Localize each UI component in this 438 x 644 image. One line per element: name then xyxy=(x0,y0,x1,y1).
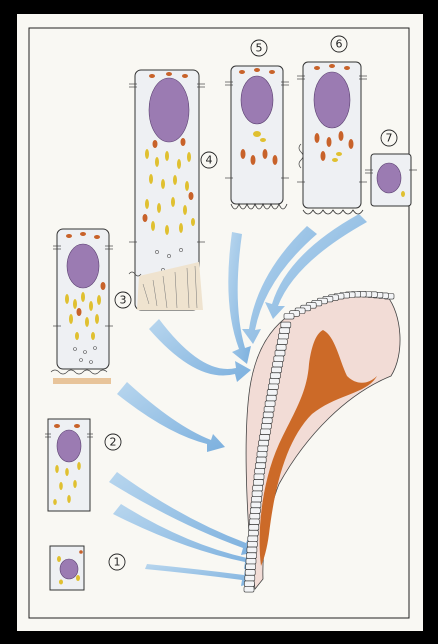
cell-stage-1 xyxy=(50,546,84,590)
odontoblast-cell xyxy=(257,452,267,458)
odontoblast-cell xyxy=(276,345,286,351)
odontoblast-cell xyxy=(247,547,257,553)
arrow-stage-2b xyxy=(113,504,260,569)
odontoblast-differentiation-diagram: 1 2 3 4 5 6 7 xyxy=(17,14,423,631)
odontoblast-cell xyxy=(281,322,291,328)
odontoblast-cell xyxy=(256,457,266,463)
odontoblast-cell xyxy=(249,519,259,525)
odontoblast-cell xyxy=(248,530,258,536)
nucleus xyxy=(377,163,401,193)
odontoblast-cell xyxy=(255,468,265,474)
odontoblast-cell xyxy=(262,418,272,424)
odontoblast-cell xyxy=(267,390,277,396)
stage-number: 3 xyxy=(120,294,127,307)
odontoblast-cell xyxy=(245,570,255,576)
cell-stage-3 xyxy=(51,229,113,384)
odontoblast-cell xyxy=(259,440,269,446)
cell-stage-5 xyxy=(225,66,289,209)
odontoblast-cell xyxy=(256,463,266,469)
odontoblast-cell xyxy=(249,525,259,531)
stage-label-2: 2 xyxy=(105,434,121,450)
cell-stage-6 xyxy=(297,62,367,214)
nucleus xyxy=(67,244,99,288)
odontoblast-cell xyxy=(275,350,285,356)
odontoblast-cell xyxy=(277,339,287,345)
stage-label-5: 5 xyxy=(251,40,267,56)
stage-number: 7 xyxy=(386,132,393,145)
nucleus xyxy=(314,72,350,128)
odontoblast-cell xyxy=(274,356,284,362)
odontoblast-cell xyxy=(265,401,275,407)
odontoblast-cell xyxy=(253,480,263,486)
arrow-stage-5 xyxy=(228,232,251,364)
odontoblast-cell xyxy=(244,587,254,593)
odontoblast-cell xyxy=(247,553,257,559)
stage-label-1: 1 xyxy=(109,554,125,570)
odontoblast-cell xyxy=(258,446,268,452)
odontoblast-cell xyxy=(261,423,271,429)
odontoblast-cell xyxy=(264,407,274,413)
arrow-stage-1 xyxy=(145,564,257,586)
stage-number: 4 xyxy=(206,154,213,167)
stage-label-7: 7 xyxy=(381,130,397,146)
stage-label-3: 3 xyxy=(115,292,131,308)
nucleus xyxy=(241,76,273,124)
tooth-section xyxy=(244,291,400,592)
cell-stage-4 xyxy=(129,70,205,310)
odontoblast-cell xyxy=(269,378,279,384)
odontoblast-cell xyxy=(260,435,270,441)
odontoblast-cell xyxy=(245,575,255,581)
cell-stage-7 xyxy=(365,154,417,206)
stage-number: 1 xyxy=(114,556,121,569)
odontoblast-cell xyxy=(246,564,256,570)
odontoblast-cell xyxy=(280,328,290,334)
odontoblast-cell xyxy=(251,502,261,508)
odontoblast-cell xyxy=(244,581,254,587)
odontoblast-cell xyxy=(250,508,260,514)
figure-sheet: 1 2 3 4 5 6 7 xyxy=(17,14,423,631)
stage-number: 5 xyxy=(256,42,263,55)
stage-label-4: 4 xyxy=(201,152,217,168)
odontoblast-cell xyxy=(253,485,263,491)
odontoblast-cell xyxy=(247,542,257,548)
odontoblast-cell xyxy=(272,367,282,373)
odontoblast-cell xyxy=(260,429,270,435)
odontoblast-cell xyxy=(246,558,256,564)
arrow-stage-3 xyxy=(117,382,225,452)
nucleus xyxy=(60,559,78,579)
odontoblast-cell xyxy=(273,362,283,368)
odontoblast-cell xyxy=(279,333,289,339)
odontoblast-cell xyxy=(263,412,273,418)
odontoblast-cell xyxy=(266,395,276,401)
odontoblast-cell xyxy=(270,373,280,379)
stage-number: 2 xyxy=(110,436,117,449)
nucleus xyxy=(57,430,81,462)
odontoblast-cell xyxy=(268,384,278,390)
odontoblast-cell xyxy=(250,513,260,519)
nucleus xyxy=(149,78,189,142)
stage-label-6: 6 xyxy=(331,36,347,52)
odontoblast-cell xyxy=(248,536,258,542)
odontoblast-cell xyxy=(284,314,294,320)
cell-stage-2 xyxy=(45,419,93,511)
odontoblast-cell xyxy=(252,497,262,503)
odontoblast-cell xyxy=(254,474,264,480)
stage-number: 6 xyxy=(336,38,343,51)
odontoblast-cell xyxy=(252,491,262,497)
